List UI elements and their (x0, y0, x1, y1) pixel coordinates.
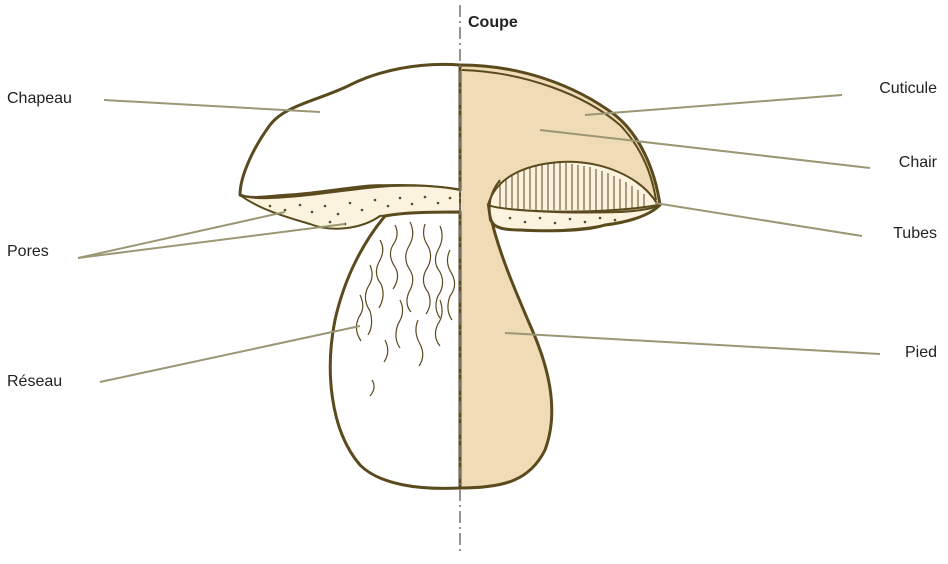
diagram-title: Coupe (468, 14, 518, 32)
leader-cuticule (585, 95, 842, 115)
label-cuticule: Cuticule (879, 80, 937, 98)
label-chair: Chair (899, 154, 937, 172)
label-tubes: Tubes (893, 225, 937, 243)
left-stem (330, 212, 460, 488)
leader-tubes (655, 203, 862, 236)
left-cap (240, 64, 460, 197)
leader-pied (505, 333, 880, 354)
label-reseau: Réseau (7, 373, 62, 391)
label-pied: Pied (905, 344, 937, 362)
leader-reseau (100, 326, 360, 382)
label-pores: Pores (7, 243, 49, 261)
leader-chapeau (104, 100, 320, 112)
label-chapeau: Chapeau (7, 90, 72, 108)
